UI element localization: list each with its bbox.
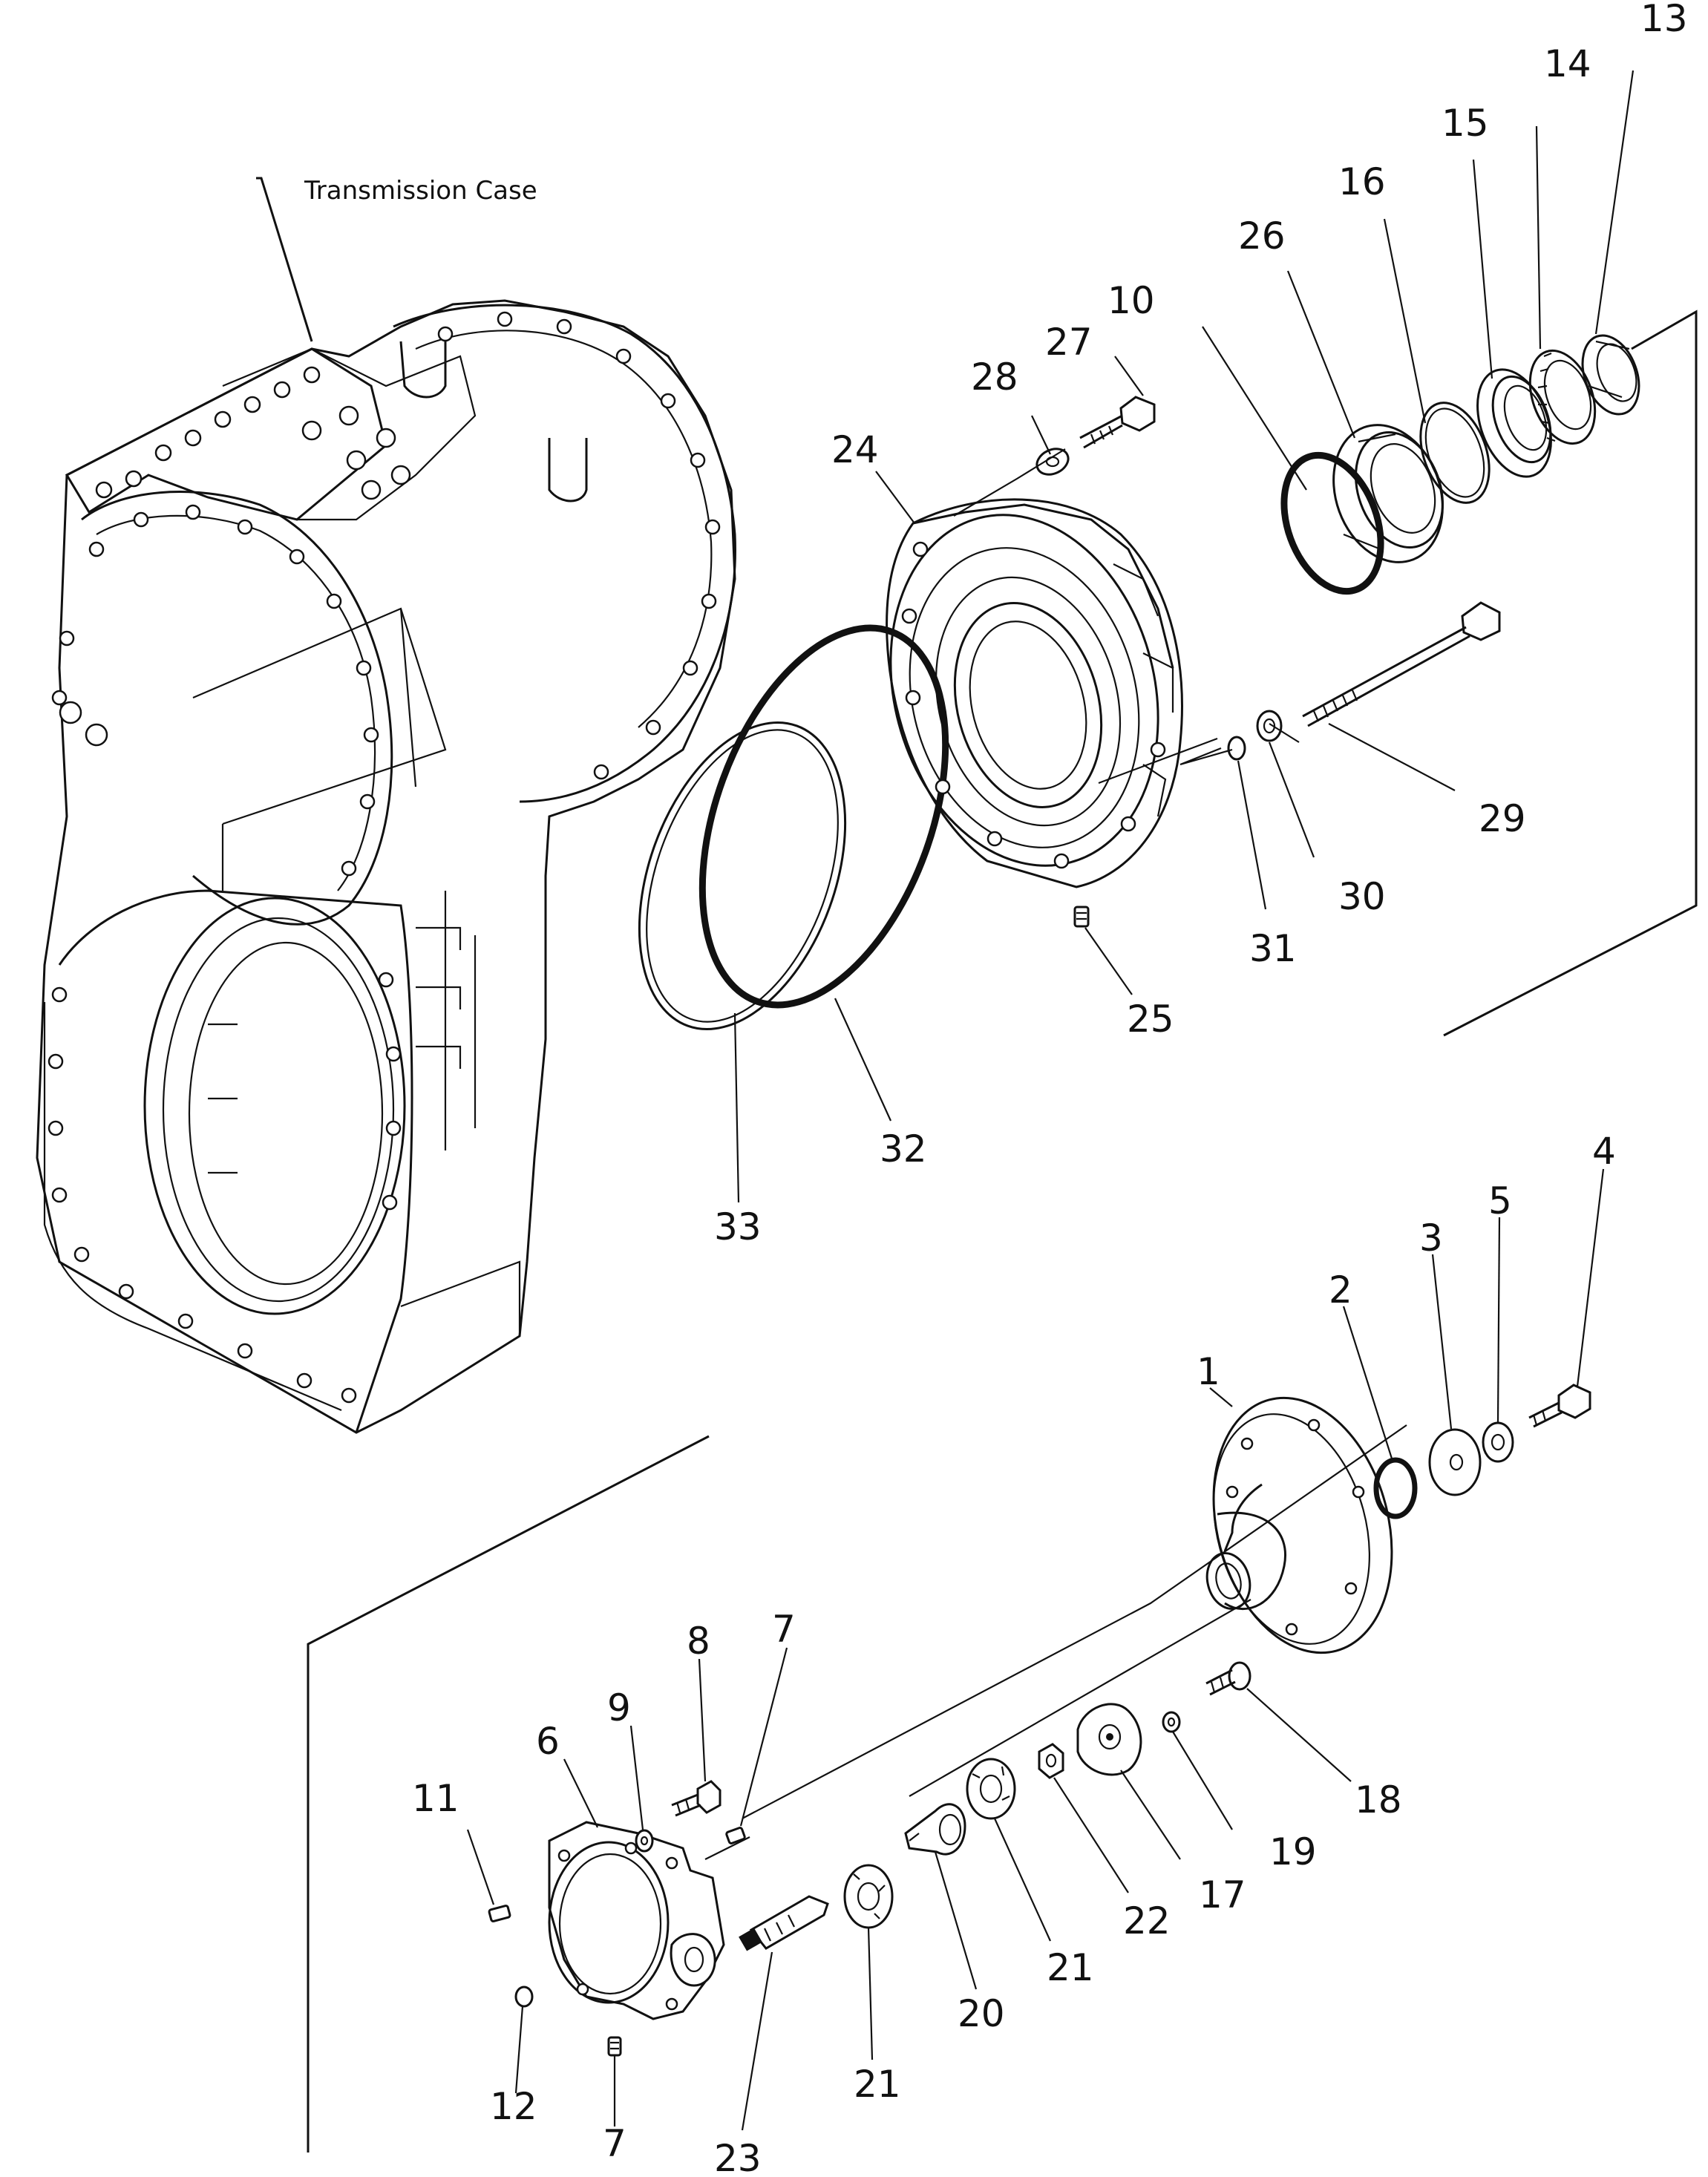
coupling-1 — [1205, 1396, 1393, 1654]
part-number: 19 — [1269, 1830, 1317, 1873]
nut-22 — [1038, 1743, 1064, 1779]
washer-19 — [1162, 1711, 1181, 1733]
washer-9 — [635, 1829, 654, 1853]
transmission-case-label: Transmission Case — [304, 176, 537, 206]
part-number: 23 — [714, 2137, 762, 2177]
part-number: 33 — [714, 1205, 762, 1248]
part-number: 8 — [687, 1620, 710, 1663]
dowel-pin-25 — [1073, 906, 1090, 928]
part-number: 9 — [607, 1686, 631, 1729]
rear-flange-holes — [437, 311, 721, 780]
part-number: 16 — [1338, 160, 1386, 203]
transmission-case — [36, 177, 736, 1434]
part-number: 24 — [831, 428, 879, 471]
part-number: 11 — [412, 1777, 459, 1820]
part-number: 15 — [1442, 102, 1489, 145]
plate-17 — [1076, 1703, 1142, 1776]
part-number: 10 — [1107, 279, 1155, 322]
part-number: 20 — [958, 1992, 1005, 2035]
retainer-cage — [886, 498, 1183, 888]
part-number: 7 — [772, 1608, 796, 1651]
part-number: 27 — [1045, 321, 1093, 364]
snap-ring-16 — [1419, 402, 1491, 504]
washer-3 — [1428, 1428, 1482, 1496]
cage-bolt-holes — [901, 541, 1166, 869]
part-number: 4 — [1592, 1130, 1616, 1173]
part-number: 14 — [1544, 42, 1591, 85]
part-number: 13 — [1640, 0, 1688, 40]
o-ring-2 — [1373, 1457, 1418, 1519]
part-number: 1 — [1197, 1350, 1220, 1393]
part-number: 22 — [1123, 1899, 1171, 1942]
leader-lines — [466, 70, 1635, 2131]
part-number: 2 — [1329, 1268, 1352, 1312]
bearing-13 — [1581, 334, 1640, 416]
o-ring-33 — [638, 721, 847, 1031]
group-frame-upper — [1443, 310, 1698, 1037]
top-bolt-holes — [95, 366, 411, 500]
o-ring-10 — [1280, 451, 1384, 595]
part-number: 29 — [1479, 797, 1526, 840]
part-number: 17 — [1199, 1873, 1246, 1916]
o-ring-32 — [698, 624, 949, 1009]
part-number: 18 — [1355, 1778, 1402, 1821]
seal-15 — [1476, 368, 1552, 478]
pin-11 — [488, 1905, 511, 1922]
part-number: 5 — [1488, 1179, 1512, 1222]
sensor-23 — [739, 1895, 829, 1951]
part-number: 28 — [971, 356, 1018, 399]
part-number: 21 — [1047, 1946, 1094, 1989]
part-number: 3 — [1419, 1217, 1443, 1260]
bolt-18 — [1205, 1661, 1251, 1696]
bolt-4 — [1528, 1384, 1591, 1428]
part-number: 32 — [880, 1127, 927, 1171]
pulley-20 — [904, 1803, 966, 1856]
part-number: 6 — [536, 1720, 560, 1763]
bolt-27 — [1079, 396, 1156, 449]
washer-21-b — [843, 1864, 894, 1929]
part-number: 26 — [1238, 215, 1286, 258]
washer-21-a — [966, 1758, 1016, 1820]
washer-30 — [1256, 710, 1283, 742]
upper-flange-holes — [51, 504, 379, 877]
dowel-pin-7-b — [607, 2036, 622, 2057]
group-frame-lower — [307, 1435, 710, 2153]
dowel-pin-7-a — [725, 1827, 746, 1844]
part-number: 12 — [490, 2085, 537, 2128]
part-number-labels: 1 2 3 4 5 6 7 7 8 9 10 11 12 13 14 15 16… — [412, 0, 1688, 2177]
part-number: 30 — [1338, 875, 1386, 918]
lower-flange-holes — [48, 972, 402, 1404]
part-number: 7 — [603, 2122, 626, 2165]
part-number: 31 — [1249, 927, 1297, 970]
washer-31 — [1227, 736, 1246, 761]
part-number: 25 — [1127, 998, 1174, 1041]
housing-6 — [548, 1821, 725, 2020]
bearing-26 — [1332, 424, 1444, 563]
washer-5 — [1482, 1421, 1514, 1463]
washer-28 — [1035, 448, 1070, 476]
bolt-29 — [1302, 601, 1501, 727]
o-ring-12 — [514, 1986, 534, 2008]
part-number: 21 — [854, 2063, 901, 2106]
bolt-8 — [671, 1780, 722, 1817]
